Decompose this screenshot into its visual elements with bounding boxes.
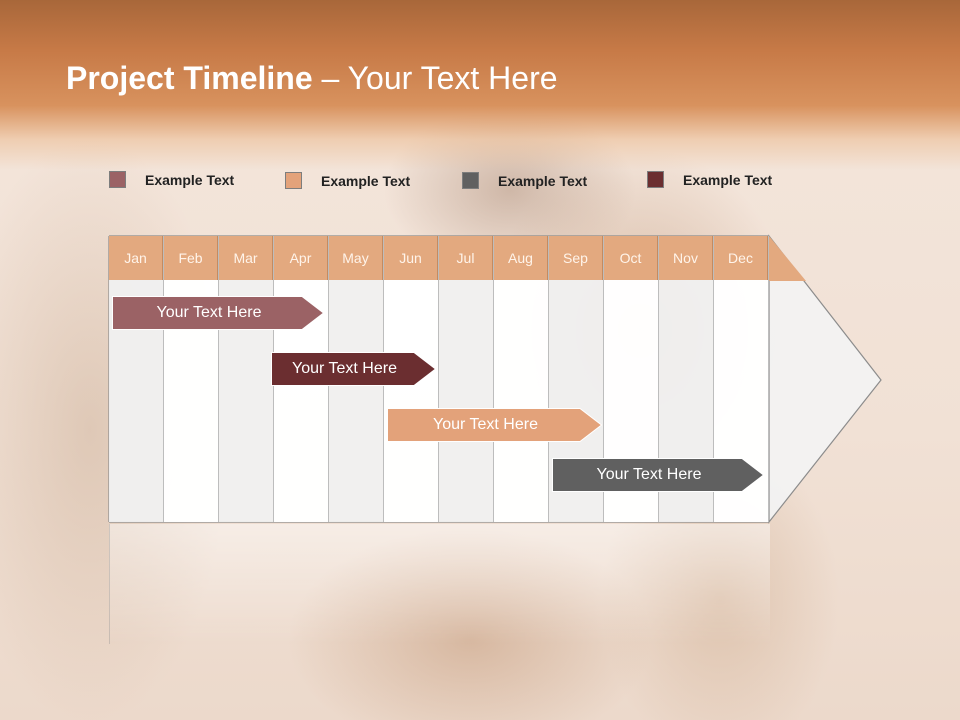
legend-swatch-1 — [109, 171, 126, 188]
title-bold: Project Timeline — [66, 60, 313, 96]
header-band — [0, 0, 960, 170]
month-column-feb: Feb — [164, 236, 219, 522]
task-bar-2: Your Text Here — [271, 352, 436, 386]
task-arrow-shape-1 — [112, 296, 324, 330]
timeline-reflection — [109, 524, 770, 644]
month-label-nov: Nov — [659, 236, 713, 280]
task-label-1: Your Text Here — [156, 304, 262, 321]
legend-item-3: Example Text — [462, 172, 587, 189]
legend-swatch-2 — [285, 172, 302, 189]
month-column-jan: Jan — [109, 236, 164, 522]
month-column-mar: Mar — [219, 236, 274, 522]
task-arrow-shape-4 — [552, 458, 764, 492]
month-label-aug: Aug — [494, 236, 548, 280]
month-label-jan: Jan — [109, 236, 163, 280]
month-label-apr: Apr — [274, 236, 328, 280]
legend-swatch-3 — [462, 172, 479, 189]
legend-label-1: Example Text — [145, 171, 235, 188]
task-bar-3: Your Text Here — [387, 408, 602, 442]
page-title: Project Timeline – Your Text Here — [66, 60, 558, 97]
legend-item-2: Example Text — [285, 172, 410, 189]
task-arrow-shape-3 — [387, 408, 602, 442]
month-label-dec: Dec — [714, 236, 768, 280]
legend-label-3: Example Text — [498, 172, 588, 189]
task-bar-1: Your Text Here — [112, 296, 324, 330]
month-label-sep: Sep — [549, 236, 603, 280]
month-label-oct: Oct — [604, 236, 658, 280]
month-label-feb: Feb — [164, 236, 218, 280]
month-column-aug: Aug — [494, 236, 549, 522]
task-bar-4: Your Text Here — [552, 458, 764, 492]
task-label-2: Your Text Here — [292, 360, 397, 377]
legend-label-4: Example Text — [683, 171, 773, 188]
task-label-4: Your Text Here — [596, 466, 702, 483]
title-rest: – Your Text Here — [312, 60, 558, 96]
month-label-may: May — [329, 236, 383, 280]
legend-label-2: Example Text — [321, 172, 411, 189]
legend-swatch-4 — [647, 171, 664, 188]
legend-item-1: Example Text — [109, 171, 234, 188]
task-arrow-shape-2 — [271, 352, 436, 386]
month-label-mar: Mar — [219, 236, 273, 280]
task-label-3: Your Text Here — [433, 416, 538, 433]
month-column-jul: Jul — [439, 236, 494, 522]
month-label-jun: Jun — [384, 236, 438, 280]
month-label-jul: Jul — [439, 236, 493, 280]
legend-item-4: Example Text — [647, 171, 772, 188]
